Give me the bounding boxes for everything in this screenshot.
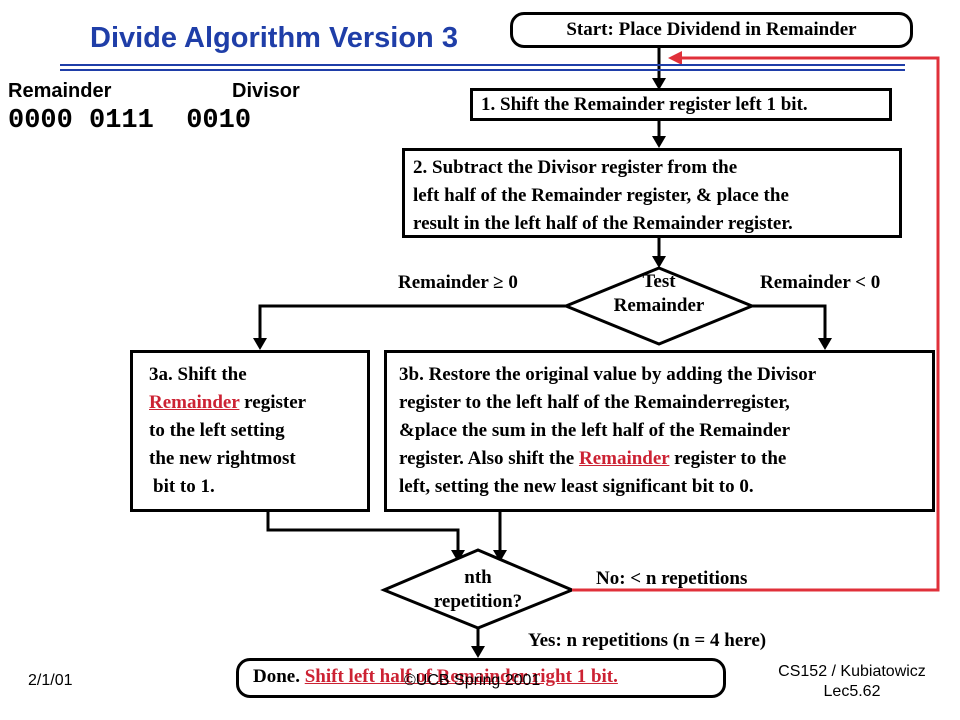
yes-branch-label: Yes: n repetitions (n = 4 here) <box>528 630 767 651</box>
slide-title: Divide Algorithm Version 3 <box>90 22 458 54</box>
test-label-line1: Test <box>642 271 676 292</box>
step2-line2: left half of the Remainder register, & p… <box>413 185 789 206</box>
step3b-line3: &place the sum in the left half of the R… <box>399 420 791 441</box>
test-label-line2: Remainder <box>613 295 705 316</box>
step2-line1: 2. Subtract the Divisor register from th… <box>413 157 738 178</box>
step3a-box: 3a. Shift the Remainder register to the … <box>130 350 370 512</box>
start-box: Start: Place Dividend in Remainder <box>510 12 913 48</box>
done-box: Done. Shift left half of Remainder right… <box>236 658 726 698</box>
done-link: Shift left half of Remainder right 1 bit… <box>304 666 618 687</box>
divisor-label: Divisor <box>232 80 300 102</box>
test-diamond <box>562 266 756 346</box>
footer-course-info: CS152 / Kubiatowicz Lec5.62 <box>762 662 942 702</box>
step3b-box: 3b. Restore the original value by adding… <box>384 350 935 512</box>
done-prefix: Done. <box>253 666 300 687</box>
step3a-line1: 3a. Shift the <box>149 364 247 385</box>
title-rule <box>60 64 905 66</box>
step1-box: 1. Shift the Remainder register left 1 b… <box>470 88 892 121</box>
step3b-line1: 3b. Restore the original value by adding… <box>399 364 817 385</box>
step3a-line4: the new rightmost <box>149 448 296 469</box>
step3a-line3: to the left setting <box>149 420 285 441</box>
remainder-label: Remainder <box>8 80 112 102</box>
title-rule-secondary <box>60 69 905 71</box>
footer-lecture: Lec5.62 <box>823 683 881 700</box>
register-values: 0000 0111 0010 <box>8 106 251 136</box>
step3a-line2: Remainder register <box>149 389 367 417</box>
step3b-line4-post: register to the <box>669 448 787 469</box>
step3b-remainder-link: Remainder <box>578 448 670 469</box>
step3a-remainder-link: Remainder <box>149 392 240 413</box>
repetition-label-line2: repetition? <box>433 591 523 612</box>
repetition-label-line1: nth <box>464 567 492 588</box>
step3b-line5: left, setting the new least significant … <box>399 476 754 497</box>
step3b-line4-pre: register. Also shift the <box>399 448 579 469</box>
no-branch-label: No: < n repetitions <box>596 568 748 589</box>
test-label: Test Remainder <box>584 270 734 318</box>
divisor-value: 0010 <box>186 106 252 136</box>
remainder-value: 0000 0111 <box>8 106 154 136</box>
footer-course: CS152 / Kubiatowicz <box>778 663 926 680</box>
branch-lt-label: Remainder < 0 <box>760 272 881 293</box>
footer-date: 2/1/01 <box>28 672 73 689</box>
step2-line3: result in the left half of the Remainder… <box>413 213 793 234</box>
repetition-label: nth repetition? <box>408 566 548 614</box>
step3a-line5: bit to 1. <box>153 476 215 497</box>
branch-ge-label: Remainder ≥ 0 <box>398 272 518 293</box>
footer-copyright: ©UCB Spring 2001 <box>404 672 541 689</box>
step3b-line4: register. Also shift the Remainder regis… <box>399 445 932 473</box>
step3a-line2-rest: register <box>239 392 307 413</box>
step2-box: 2. Subtract the Divisor register from th… <box>402 148 902 238</box>
step3b-line2: register to the left half of the Remaind… <box>399 392 790 413</box>
